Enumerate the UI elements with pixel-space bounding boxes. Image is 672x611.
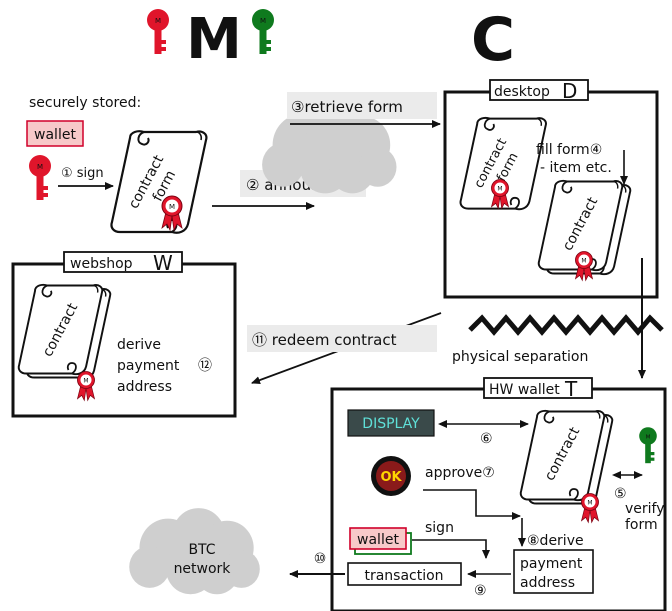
merchant-green-key-icon: M bbox=[252, 9, 274, 54]
desktop-label: desktop bbox=[494, 84, 550, 100]
step-5-verify: verify bbox=[625, 501, 665, 517]
key-letter: M bbox=[646, 434, 651, 440]
webshop-label-box bbox=[63, 251, 183, 273]
seal-letter: M bbox=[581, 258, 586, 265]
signing-red-key-icon: M bbox=[29, 155, 51, 200]
step-3-label: ③retrieve form bbox=[291, 98, 403, 116]
payment-address-line2: address bbox=[520, 575, 575, 591]
webshop-contract-scroll: contract M bbox=[17, 283, 112, 401]
approve-arrow bbox=[423, 489, 521, 520]
desktop-seal-icon: M bbox=[491, 179, 509, 209]
contract-form-scroll: contract form M bbox=[110, 130, 208, 234]
step-11-label: ⑪ redeem contract bbox=[252, 331, 397, 349]
step-8-label: ⑧derive bbox=[527, 533, 584, 549]
webshop-derive-line3: address bbox=[117, 379, 172, 395]
stored-wallet-box bbox=[26, 120, 84, 147]
payment-address-box bbox=[513, 549, 594, 594]
webshop-derive-line1: derive bbox=[117, 337, 161, 353]
webshop-derive-line2: payment bbox=[117, 358, 180, 374]
merchant-seal-icon: M bbox=[161, 195, 183, 231]
hw-wallet-letter: T bbox=[564, 377, 578, 401]
step-5-label: ⑤ bbox=[614, 486, 627, 502]
physical-separation-label: physical separation bbox=[452, 349, 588, 365]
hw-wallet-label: HW wallet bbox=[489, 382, 560, 398]
btc-network-line2: network bbox=[174, 561, 232, 577]
hw-display-label: DISPLAY bbox=[362, 416, 420, 432]
hw-wallet-text: wallet bbox=[357, 532, 399, 548]
stored-wallet-label: wallet bbox=[34, 127, 76, 143]
desktop-contract-scroll: contract M bbox=[537, 179, 632, 281]
step-5-form: form bbox=[625, 517, 658, 533]
hw-contract-seal-icon: M bbox=[581, 493, 599, 523]
seal-letter: M bbox=[169, 203, 175, 211]
step-4-detail: - item etc. bbox=[540, 160, 612, 176]
ok-button-label: OK bbox=[380, 470, 402, 485]
hw-wallet-label-box bbox=[483, 377, 593, 399]
key-letter: M bbox=[260, 17, 266, 25]
webshop-label: webshop bbox=[70, 256, 133, 272]
merchant-red-key-icon: M bbox=[147, 9, 169, 54]
desktop-label-box bbox=[489, 79, 589, 101]
physical-separation-zigzag bbox=[468, 314, 664, 336]
seal-letter: M bbox=[83, 378, 88, 385]
step-12-label: ⑫ bbox=[198, 358, 212, 374]
step-7-label: approve⑦ bbox=[425, 465, 495, 481]
desktop-contract-seal-icon: M bbox=[575, 251, 593, 281]
webshop-seal-icon: M bbox=[77, 371, 95, 401]
customer-title: C bbox=[471, 5, 515, 75]
ok-button-inner bbox=[376, 461, 406, 491]
webshop-letter: W bbox=[153, 251, 173, 275]
desktop-letter: D bbox=[562, 79, 577, 103]
hw-contract-scroll: contract M bbox=[519, 409, 614, 523]
hw-wallet-box-red bbox=[349, 527, 407, 550]
hw-sign-label: sign bbox=[425, 520, 454, 536]
hw-sign-arrow bbox=[412, 539, 490, 559]
retrieve-label-bg bbox=[287, 92, 437, 119]
key-letter: M bbox=[37, 163, 43, 171]
merchant-title: M bbox=[186, 7, 242, 72]
key-letter: M bbox=[155, 17, 161, 25]
hw-display bbox=[347, 409, 435, 437]
transaction-box bbox=[347, 562, 462, 586]
step-6-label: ⑥ bbox=[480, 431, 493, 447]
seal-letter: M bbox=[497, 186, 502, 193]
step-1-label: ① sign bbox=[61, 166, 104, 181]
btc-network-line1: BTC bbox=[188, 542, 215, 558]
payment-address-line1: payment bbox=[520, 556, 583, 572]
desktop-contract-form-scroll: contract form M bbox=[459, 116, 547, 211]
step-9-label: ⑨ bbox=[474, 583, 487, 599]
hw-green-key-icon: M bbox=[639, 427, 657, 464]
transaction-label: transaction bbox=[364, 568, 443, 584]
step-10-label: ⑩ bbox=[314, 551, 327, 567]
seal-letter: M bbox=[587, 500, 592, 507]
step-4-label: fill form④ bbox=[536, 142, 602, 158]
redeem-label-bg bbox=[247, 325, 437, 352]
securely-stored-label: securely stored: bbox=[29, 95, 141, 111]
